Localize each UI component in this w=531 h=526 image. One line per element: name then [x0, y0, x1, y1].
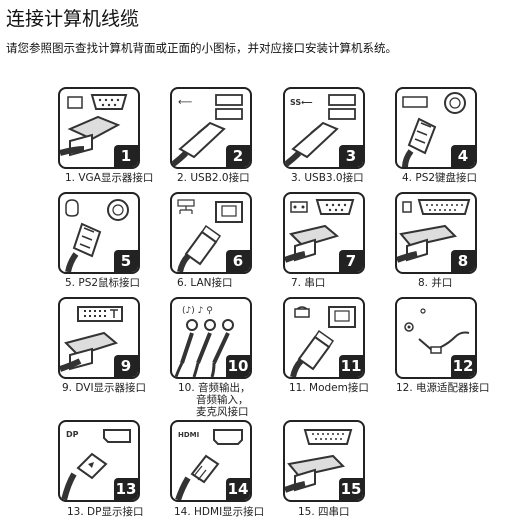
serial-connector-icon: [285, 199, 355, 263]
port-tile-dvi: 9: [58, 297, 140, 379]
port-number: 8: [451, 250, 475, 272]
vga-connector-icon: [60, 94, 128, 157]
port-caption: 14. HDMI显示接口: [174, 506, 265, 518]
port-number: 1: [114, 145, 138, 167]
port-tile-displayport: DP 13: [58, 420, 140, 502]
quad-serial-connector-icon: [285, 429, 353, 493]
usb2-connector-icon: ⟵: [172, 94, 243, 167]
hdmi-connector-icon: HDMI: [175, 429, 243, 500]
audio-jacks-icon: (♪) ♪ ⚲: [174, 306, 234, 377]
dvi-connector-icon: [60, 306, 123, 372]
displayport-connector-icon: DP: [61, 429, 131, 500]
port-caption: 4. PS2键盘接口: [402, 172, 478, 184]
port-caption: 12. 电源适配器接口: [396, 382, 490, 394]
modem-connector-icon: [290, 306, 356, 377]
port-tile-hdmi: HDMI 14: [170, 420, 252, 502]
port-caption: 15. 四串口: [298, 506, 350, 518]
port-tile-ps2-keyboard: 4: [395, 87, 477, 169]
port-tile-serial: 7: [283, 192, 365, 274]
port-caption: 7. 串口: [291, 277, 326, 289]
port-number: 12: [451, 355, 475, 377]
port-number: 11: [339, 355, 363, 377]
port-tile-ps2-mouse: 5: [58, 192, 140, 274]
port-number: 4: [451, 145, 475, 167]
svg-text:⟵: ⟵: [178, 97, 192, 108]
port-caption-line2: 音频输入，: [196, 394, 249, 406]
port-tile-quad-serial: 15: [283, 420, 365, 502]
port-number: 2: [226, 145, 250, 167]
port-number: 13: [114, 478, 138, 500]
intro-text: 请您参照图示查找计算机背面或正面的小图标，并对应接口安装计算机系统。: [6, 41, 397, 55]
svg-text:SS⟵: SS⟵: [290, 98, 313, 107]
port-tile-parallel: 8: [395, 192, 477, 274]
port-caption: 8. 并口: [418, 277, 453, 289]
svg-text:(♪) ♪ ⚲: (♪) ♪ ⚲: [182, 306, 213, 316]
parallel-connector-icon: [397, 199, 471, 263]
port-tile-vga: 1: [58, 87, 140, 169]
port-tile-usb3: SS⟵ 3: [283, 87, 365, 169]
port-tile-usb2: ⟵ 2: [170, 87, 252, 169]
port-number: 9: [114, 355, 138, 377]
port-number: 6: [226, 250, 250, 272]
port-caption: 3. USB3.0接口: [291, 172, 364, 184]
port-caption-line3: 麦克风接口: [196, 406, 249, 418]
usb3-connector-icon: SS⟵: [285, 94, 356, 167]
page-title: 连接计算机线缆: [6, 8, 140, 30]
hdmi-label: HDMI: [178, 431, 199, 439]
port-number: 10: [226, 355, 250, 377]
port-caption: 13. DP显示接口: [67, 506, 144, 518]
port-caption: 9. DVI显示器接口: [62, 382, 147, 394]
port-tile-power: 12: [395, 297, 477, 379]
port-tile-modem: 11: [283, 297, 365, 379]
lan-connector-icon: [177, 199, 243, 272]
port-caption: 6. LAN接口: [177, 277, 233, 289]
port-caption: 1. VGA显示器接口: [65, 172, 154, 184]
port-caption: 10. 音频输出，: [178, 382, 251, 394]
port-number: 5: [114, 250, 138, 272]
dp-label: DP: [66, 430, 79, 439]
port-caption: 11. Modem接口: [289, 382, 369, 394]
port-caption: 2. USB2.0接口: [177, 172, 250, 184]
ps2-mouse-connector-icon: [65, 199, 129, 272]
port-number: 14: [226, 478, 250, 500]
port-tile-audio: (♪) ♪ ⚲ 10: [170, 297, 252, 379]
ps2-keyboard-connector-icon: [402, 92, 466, 167]
port-number: 7: [339, 250, 363, 272]
port-tile-lan: 6: [170, 192, 252, 274]
port-number: 15: [339, 478, 363, 500]
power-adapter-connector-icon: [404, 308, 470, 354]
port-caption: 5. PS2鼠标接口: [65, 277, 141, 289]
port-number: 3: [339, 145, 363, 167]
